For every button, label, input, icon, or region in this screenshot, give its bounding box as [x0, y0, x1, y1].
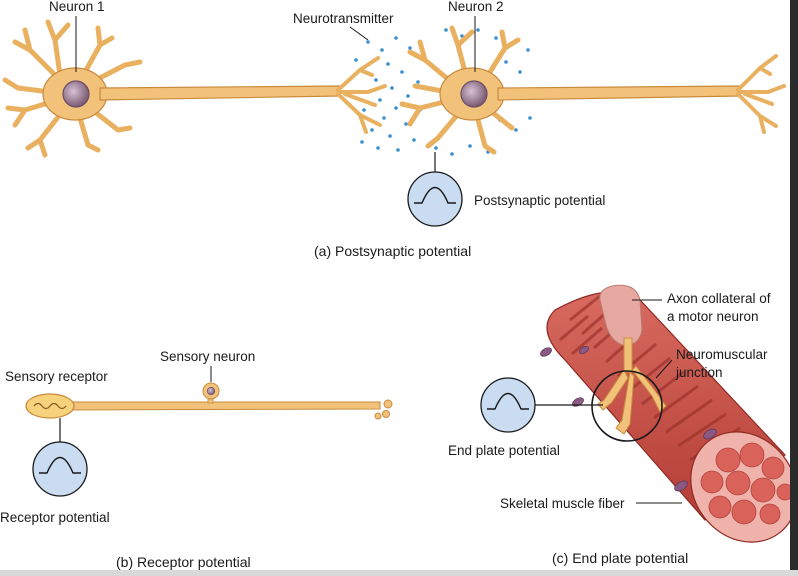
- postsynaptic-potential-label: Postsynaptic potential: [474, 193, 605, 208]
- neuron-1-nucleus: [62, 80, 90, 108]
- neuromuscular-label-line2: junction: [675, 365, 723, 380]
- sensory-neuron-nucleus: [206, 386, 216, 396]
- panel-a-caption: (a) Postsynaptic potential: [314, 243, 471, 259]
- neuron-1-label: Neuron 1: [49, 0, 105, 14]
- axon-collateral-label-line2: a motor neuron: [667, 309, 759, 324]
- neuron-1: [2, 19, 387, 158]
- motor-end-plate-branches: [597, 365, 667, 435]
- sensory-neuron-label: Sensory neuron: [160, 349, 255, 364]
- sensory-neuron-axon: [59, 401, 381, 411]
- sensory-receptor-label: Sensory receptor: [5, 369, 108, 384]
- axon-collateral-label-line1: Axon collateral of: [667, 291, 771, 306]
- neuron-2-label: Neuron 2: [448, 0, 504, 14]
- panel-a: Neuron 1 Neurotransmitter Neuron 2 Posts…: [2, 0, 786, 259]
- neuron-2: [399, 25, 786, 155]
- neuromuscular-junction-highlight: [591, 370, 663, 442]
- postsynaptic-scope: [407, 171, 463, 227]
- sensory-neuron-terminal: [374, 399, 393, 420]
- end-plate-waveform: [487, 392, 529, 410]
- neuron-1-axon: [99, 85, 341, 101]
- myofibrils: [700, 442, 794, 525]
- receptor-potential-label: Receptor potential: [0, 510, 110, 525]
- neurotransmitter-leader: [349, 26, 369, 41]
- neuron-2-axon: [497, 85, 741, 101]
- receptor-coil: [33, 402, 67, 410]
- end-plate-scope: [480, 377, 536, 433]
- panel-c-caption: (c) End plate potential: [552, 550, 688, 566]
- axon-collateral: [597, 284, 667, 435]
- panel-b-caption: (b) Receptor potential: [116, 554, 251, 570]
- postsynaptic-waveform: [414, 186, 456, 204]
- receptor-scope: [32, 441, 88, 497]
- neurotransmitter-label: Neurotransmitter: [293, 11, 394, 26]
- skeletal-muscle-fiber: [540, 291, 798, 543]
- neuron-2-nucleus: [460, 80, 488, 108]
- receptor-waveform: [39, 456, 81, 474]
- panel-b: Sensory neuron Sensory receptor Receptor…: [0, 349, 393, 570]
- skeletal-muscle-label: Skeletal muscle fiber: [500, 496, 625, 511]
- panel-c: Axon collateral of a motor neuron Neurom…: [448, 284, 798, 566]
- right-edge-bar: [790, 0, 798, 570]
- neuromuscular-label-line1: Neuromuscular: [676, 347, 768, 362]
- muscle-nuclei: [540, 345, 717, 492]
- neuromuscular-leader: [655, 359, 673, 379]
- end-plate-potential-label: End plate potential: [448, 443, 560, 458]
- bottom-edge-bar: [0, 570, 798, 576]
